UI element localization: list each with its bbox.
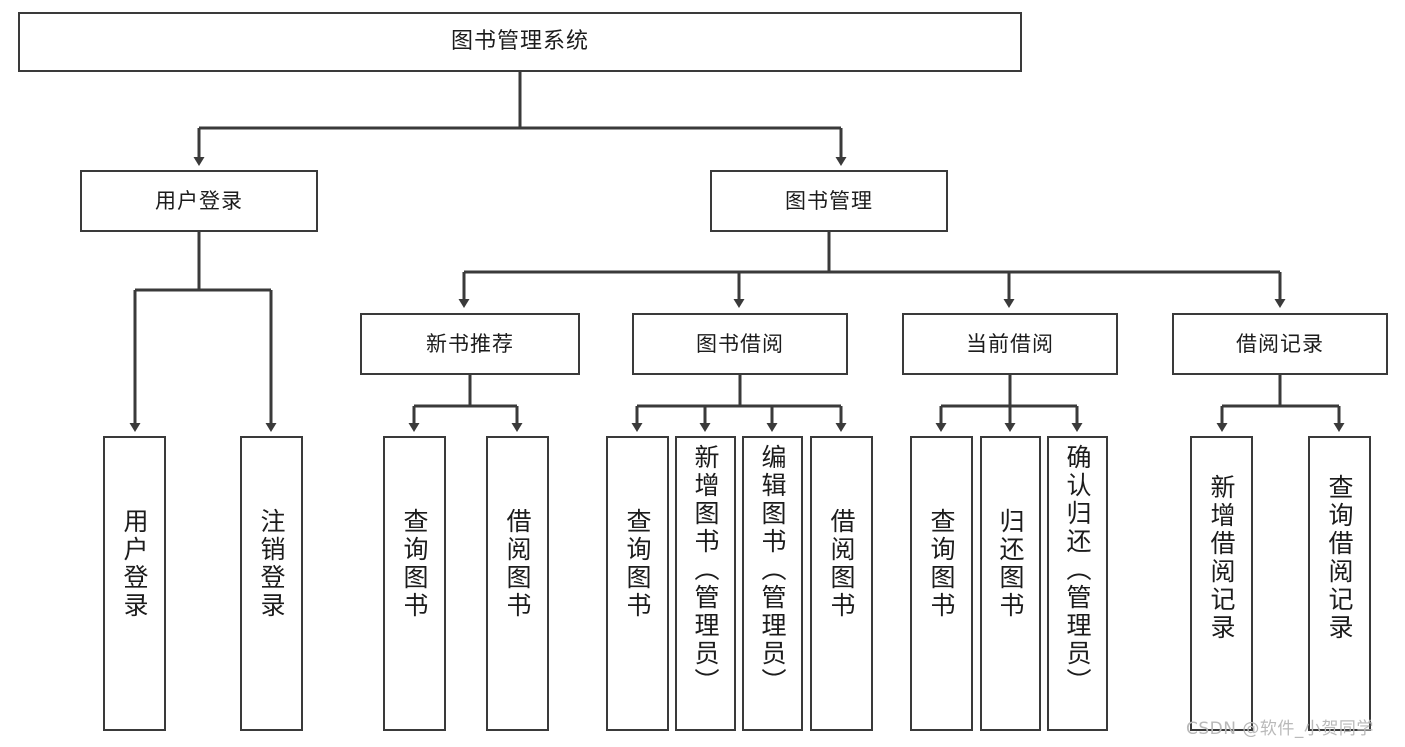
node-leaf-borrow-book-2[interactable]: 借阅图书: [810, 436, 873, 731]
node-leaf-add-record[interactable]: 新增借阅记录: [1190, 436, 1253, 731]
node-user-login-label: 用户登录: [155, 188, 243, 213]
node-current-borrow[interactable]: 当前借阅: [902, 313, 1118, 375]
node-leaf-user-login[interactable]: 用户登录: [103, 436, 166, 731]
node-leaf-borrow-book-2-label: 借阅图书: [827, 508, 856, 620]
node-leaf-user-logout[interactable]: 注销登录: [240, 436, 303, 731]
node-leaf-user-login-label: 用户登录: [120, 508, 149, 620]
node-borrow-record-label: 借阅记录: [1236, 331, 1324, 356]
node-leaf-confirm-return[interactable]: 确认归还（管理员）: [1047, 436, 1108, 731]
node-leaf-query-book-3-label: 查询图书: [927, 508, 956, 620]
node-leaf-edit-book-label: 编辑图书（管理员）: [758, 444, 787, 696]
node-leaf-edit-book[interactable]: 编辑图书（管理员）: [742, 436, 803, 731]
node-leaf-return-book[interactable]: 归还图书: [980, 436, 1041, 731]
node-leaf-add-book-label: 新增图书（管理员）: [691, 444, 720, 696]
node-borrow-record[interactable]: 借阅记录: [1172, 313, 1388, 375]
node-leaf-add-book[interactable]: 新增图书（管理员）: [675, 436, 736, 731]
node-leaf-query-book-3[interactable]: 查询图书: [910, 436, 973, 731]
node-book-manage[interactable]: 图书管理: [710, 170, 948, 232]
node-leaf-add-record-label: 新增借阅记录: [1207, 474, 1236, 642]
csdn-watermark: CSDN @软件_小贺同学: [1186, 719, 1374, 739]
node-leaf-borrow-book-1[interactable]: 借阅图书: [486, 436, 549, 731]
node-book-borrow-label: 图书借阅: [696, 331, 784, 356]
node-root[interactable]: 图书管理系统: [18, 12, 1022, 72]
node-leaf-query-book-2-label: 查询图书: [623, 508, 652, 620]
node-leaf-query-book-1[interactable]: 查询图书: [383, 436, 446, 731]
node-current-borrow-label: 当前借阅: [966, 331, 1054, 356]
node-root-label: 图书管理系统: [450, 29, 589, 55]
node-leaf-query-record-label: 查询借阅记录: [1325, 474, 1354, 642]
node-leaf-user-logout-label: 注销登录: [257, 508, 286, 620]
node-leaf-borrow-book-1-label: 借阅图书: [503, 508, 532, 620]
node-book-manage-label: 图书管理: [785, 188, 873, 213]
node-user-login[interactable]: 用户登录: [80, 170, 318, 232]
node-leaf-query-book-2[interactable]: 查询图书: [606, 436, 669, 731]
node-leaf-confirm-return-label: 确认归还（管理员）: [1063, 444, 1092, 696]
node-new-book-recommend-label: 新书推荐: [426, 331, 514, 356]
node-leaf-query-record[interactable]: 查询借阅记录: [1308, 436, 1371, 731]
node-leaf-return-book-label: 归还图书: [996, 508, 1025, 620]
node-book-borrow[interactable]: 图书借阅: [632, 313, 848, 375]
node-leaf-query-book-1-label: 查询图书: [400, 508, 429, 620]
node-new-book-recommend[interactable]: 新书推荐: [360, 313, 580, 375]
